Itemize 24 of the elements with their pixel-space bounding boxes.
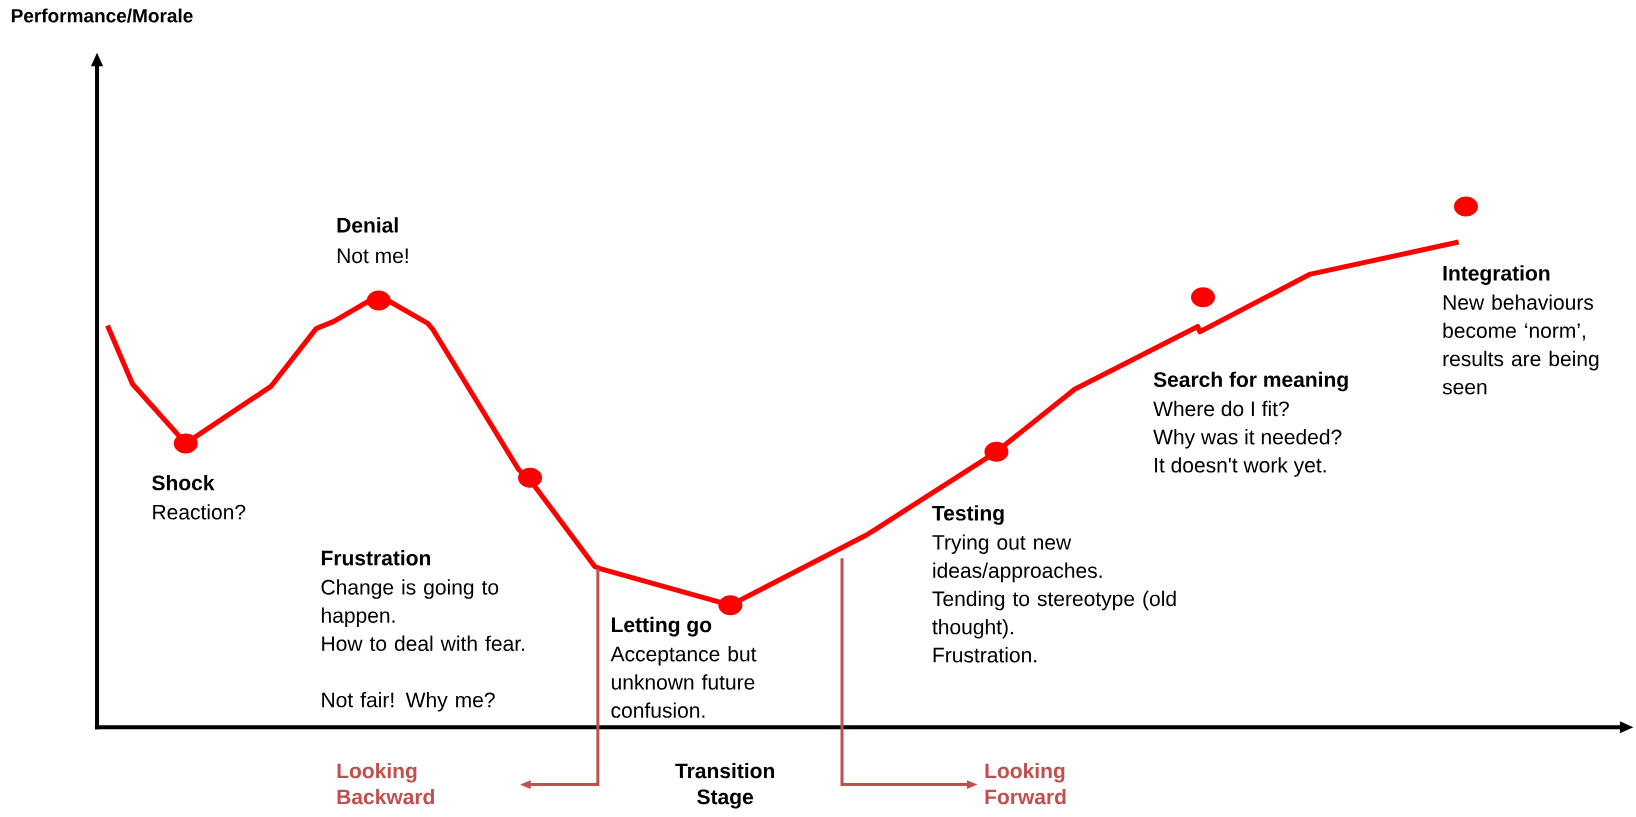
stage-description: Not me! (337, 248, 408, 264)
stage-description: Where do I fit? (1153, 400, 1289, 417)
stage-description: Reaction? (153, 504, 246, 520)
caption-text: Looking Forward (985, 762, 1066, 805)
stage-description: It doesn't work yet. (1155, 457, 1326, 477)
stage-caption: Transition Stage (675, 762, 775, 809)
stage-description: Acceptance but unknown future confusion. (610, 646, 757, 718)
stage-heading: Search for meaning (1153, 371, 1348, 392)
stage-heading: Integration (1443, 265, 1550, 285)
stage-description: Trying out new ideas/approaches. (932, 534, 1102, 583)
stage-heading: Testing (932, 505, 1004, 525)
stage-description: Not fair! Why me? (322, 691, 495, 712)
stage-description: Why was it needed? (1153, 429, 1342, 449)
stage-description: Frustration. (933, 647, 1037, 663)
stage-heading: Letting go (612, 616, 712, 637)
stage-description: Tending to stereotype (old thought). (932, 590, 1176, 639)
stage-description: New behaviours become ‘norm’, results are being seen (1442, 294, 1599, 395)
stage-heading: Frustration (321, 550, 431, 566)
stage-heading: Shock (152, 474, 215, 491)
stage-heading: Denial (337, 217, 398, 233)
caption-text: Looking Backward (337, 762, 434, 805)
axis-label: Performance/Morale (11, 8, 193, 23)
stage-description: Change is going to happen. (321, 579, 499, 628)
stage-description: How to deal with fear. (322, 635, 524, 652)
